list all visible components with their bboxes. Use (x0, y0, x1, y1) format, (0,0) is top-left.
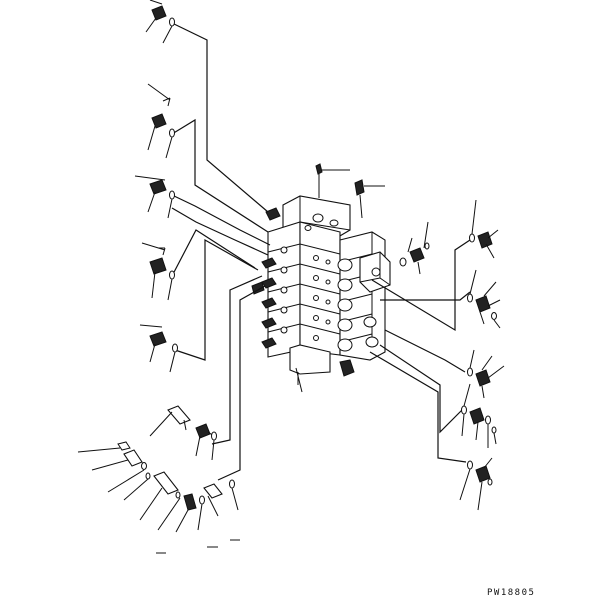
right-pipe-routes (369, 239, 471, 463)
drawing-code-label: PW18805 (487, 588, 536, 598)
right-fitting-group (459, 199, 505, 511)
lower-left-parts (77, 405, 240, 554)
left-side-fittings (251, 207, 281, 349)
right-side-fitting (399, 221, 430, 275)
spool-caps (337, 256, 379, 352)
main-control-valve (251, 163, 391, 385)
left-fitting-group (134, 0, 178, 373)
front-ports (280, 246, 331, 341)
left-pipe-routes (171, 22, 271, 481)
bottom-leader-line (295, 367, 303, 393)
